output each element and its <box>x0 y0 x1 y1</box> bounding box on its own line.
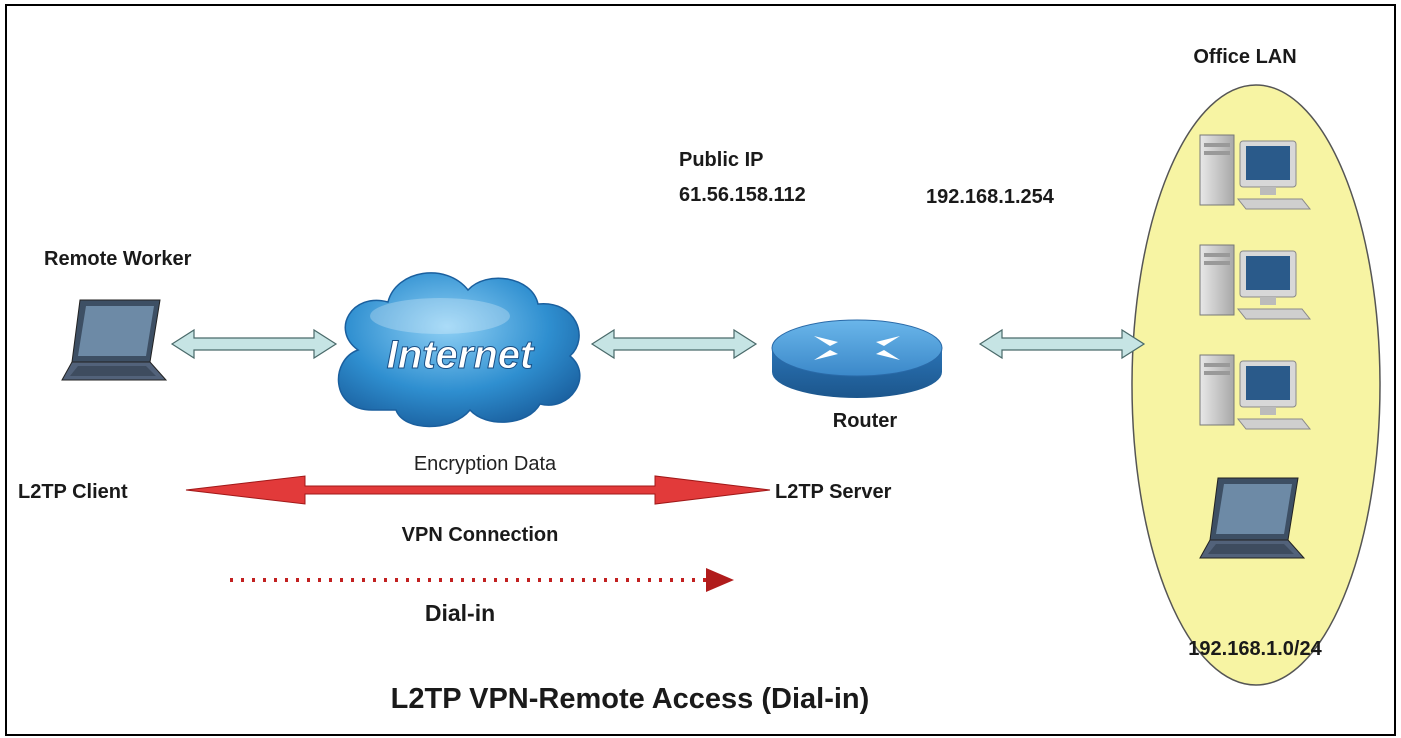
diagram-title: L2TP VPN-Remote Access (Dial-in) <box>391 683 870 715</box>
dial-in-arrowhead <box>706 568 734 592</box>
link-arrow <box>591 329 757 359</box>
encryption-label: Encryption Data <box>414 453 557 475</box>
router-label: Router <box>833 410 898 432</box>
l2tp-client-label: L2TP Client <box>18 481 128 503</box>
vpn-tunnel-arrow <box>185 475 771 505</box>
vpn-connection-label: VPN Connection <box>402 524 559 546</box>
laptop-icon <box>61 299 167 381</box>
router-icon <box>771 319 943 398</box>
office-lan-label: Office LAN <box>1193 46 1296 68</box>
subnet-label: 192.168.1.0/24 <box>1188 638 1322 660</box>
link-arrow <box>171 329 337 359</box>
remote-worker-label: Remote Worker <box>44 248 192 270</box>
cloud-label: Internet <box>387 333 535 377</box>
frame-border <box>5 4 1396 736</box>
link-arrow <box>979 329 1145 359</box>
lan-ip-address: 192.168.1.254 <box>926 186 1055 208</box>
public-ip-label: Public IP <box>679 149 763 171</box>
l2tp-server-label: L2TP Server <box>775 481 892 503</box>
public-ip-address: 61.56.158.112 <box>679 184 806 206</box>
cloud-icon <box>337 272 581 428</box>
dial-in-label: Dial-in <box>425 600 495 626</box>
